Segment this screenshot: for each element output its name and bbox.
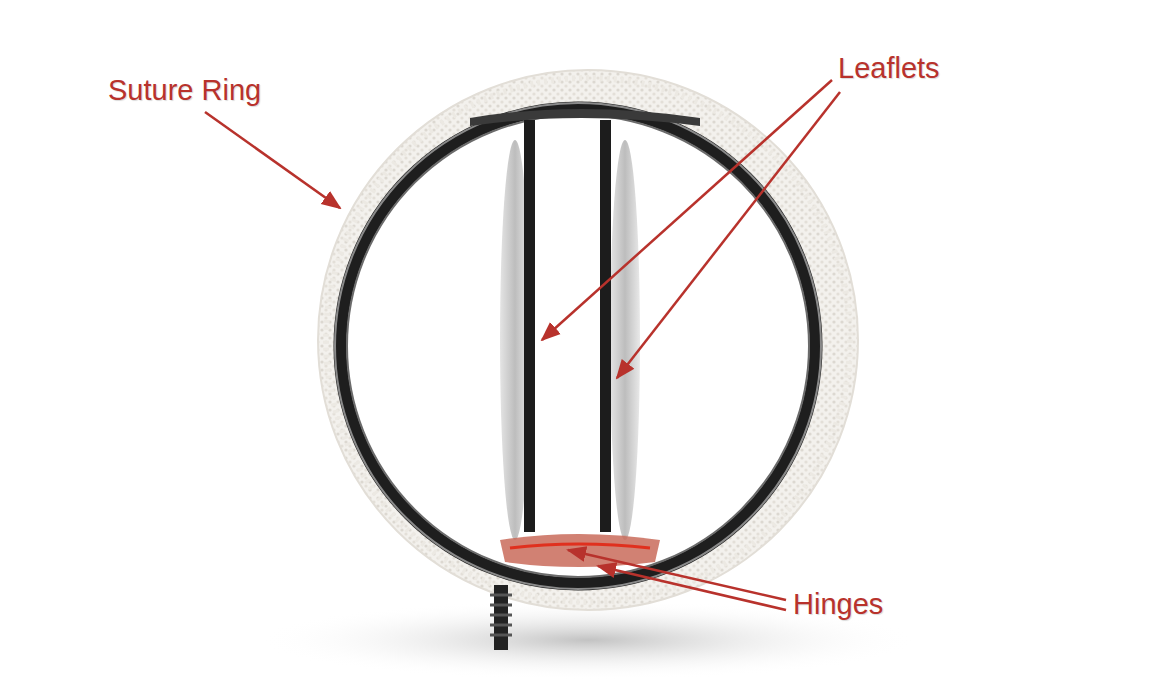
- leaflet: [600, 120, 611, 532]
- leaflet: [524, 120, 535, 532]
- suture-ring: [318, 70, 858, 610]
- suture-texture: [326, 78, 850, 602]
- ring-highlight: [335, 103, 821, 589]
- hinge-highlight: [510, 544, 650, 548]
- top-bar: [470, 109, 700, 126]
- ring-highlight: [347, 115, 809, 577]
- leader-lines: [205, 80, 840, 610]
- metal-ring: [340, 108, 816, 584]
- holder-screw: [490, 585, 512, 650]
- hinges: [500, 534, 660, 567]
- part-label: Hinges: [793, 588, 883, 621]
- part-label: Leaflets: [838, 52, 940, 85]
- part-label: Suture Ring: [108, 74, 261, 107]
- leaflet-shadow: [610, 140, 640, 540]
